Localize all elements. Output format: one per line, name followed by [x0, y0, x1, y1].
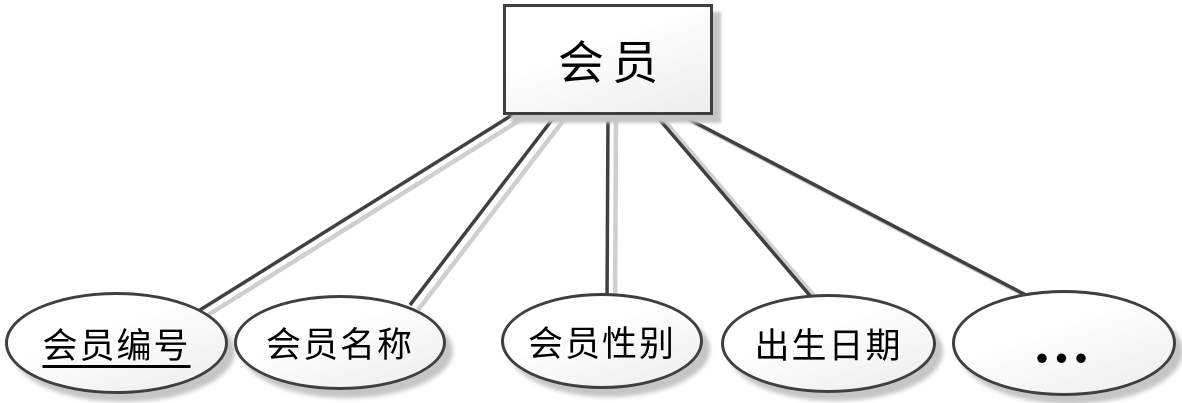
connector-shadow-2	[416, 115, 568, 312]
connector-line-entity-to-attr-1	[408, 110, 560, 307]
connector-line-entity-to-attr-2	[605, 111, 610, 306]
connector-shadows	[206, 115, 1055, 317]
attribute-label-member-id: 会员编号	[42, 326, 191, 366]
entity-label: 会员	[558, 37, 666, 89]
attribute-ellipse-birth-date[interactable]: 出生日期	[721, 294, 936, 393]
connector-shadow-1	[206, 115, 527, 317]
connector-main-lines	[199, 110, 1046, 312]
connector-line-entity-to-attr-4	[674, 110, 1046, 307]
attribute-label-member-name: 会员名称	[265, 326, 414, 365]
connector-line-entity-to-attr-0	[199, 110, 518, 312]
entity-box-member[interactable]: 会员	[503, 4, 713, 115]
connector-line-entity-to-attr-3	[651, 110, 820, 307]
attribute-ellipse-member-name[interactable]: 会员名称	[234, 295, 446, 390]
attribute-ellipse-more[interactable]: ...	[952, 290, 1176, 396]
attribute-label-member-gender: 会员性别	[527, 324, 676, 364]
connector-shadow-4	[659, 115, 828, 312]
attribute-ellipse-member-gender[interactable]: 会员性别	[501, 293, 703, 389]
connector-shadow-3	[612, 116, 619, 311]
attribute-ellipse-member-id[interactable]: 会员编号	[5, 292, 228, 394]
attribute-label-birth-date: 出生日期	[754, 327, 903, 366]
attribute-label-more: ...	[1034, 309, 1094, 375]
